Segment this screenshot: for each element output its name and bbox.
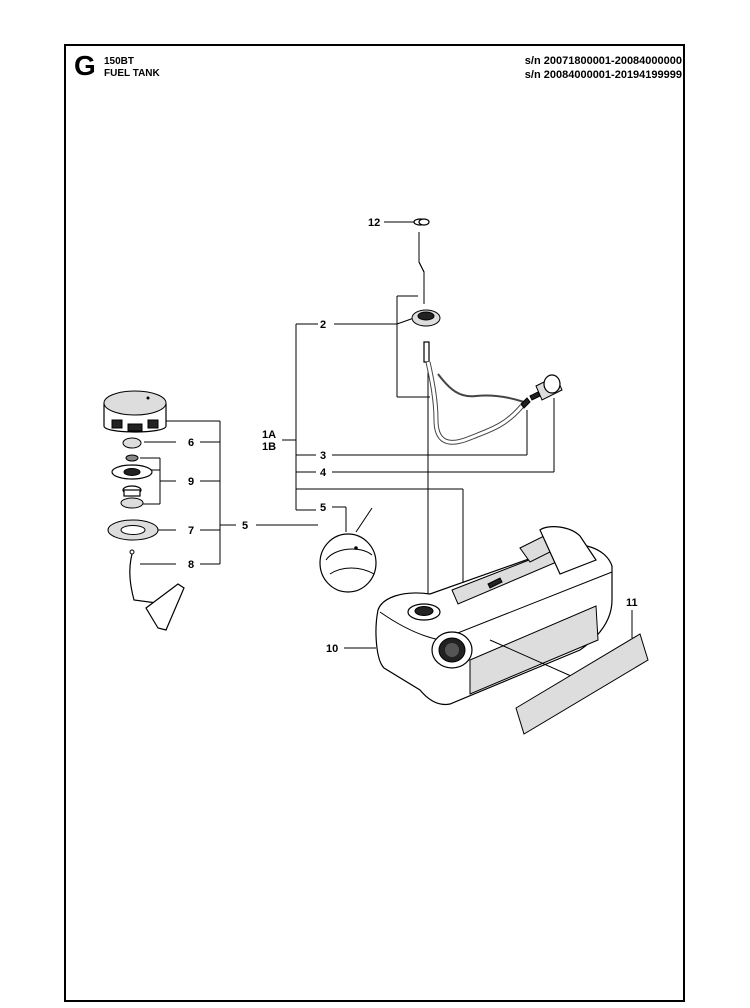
callout-12: 12 [368, 217, 380, 229]
callout-6: 6 [188, 437, 194, 449]
fuel-filter-part [319, 507, 377, 593]
callout-labels: 12 2 1A 1B 3 4 5 5 6 9 7 8 10 11 [188, 217, 638, 655]
callout-1b: 1B [262, 441, 276, 453]
tank-decal-part [515, 633, 649, 735]
fuel-cap-part [103, 390, 167, 433]
callout-11: 11 [626, 597, 638, 609]
page-title: FUEL TANK [104, 68, 160, 79]
callout-1a: 1A [262, 429, 276, 441]
drawing-frame [64, 44, 685, 1002]
fuel-tank-part [375, 526, 613, 706]
callout-5-filter: 5 [320, 502, 326, 514]
fuel-hose-assembly-part [411, 232, 563, 445]
section-letter: G [74, 50, 96, 81]
serial-range-1: s/n 20071800001-20084000000 [524, 55, 682, 67]
cap-ring-set-part [111, 454, 153, 509]
callout-10: 10 [326, 643, 338, 655]
model-name: 150BT [104, 56, 135, 67]
leader-lines [140, 221, 633, 649]
callout-9: 9 [188, 476, 194, 488]
callout-7: 7 [188, 525, 194, 537]
callout-4: 4 [320, 467, 327, 479]
callout-8: 8 [188, 559, 194, 571]
callout-5-cap: 5 [242, 520, 248, 532]
serial-range-2: s/n 20084000001-20194199999 [524, 69, 682, 81]
cap-gasket-part [107, 519, 159, 541]
callout-2: 2 [320, 319, 326, 331]
fuel-line-clip-part [413, 218, 430, 226]
cap-retainer-strap-part [129, 549, 185, 631]
callout-3: 3 [320, 450, 326, 462]
cap-seal-disk-part [122, 437, 142, 449]
